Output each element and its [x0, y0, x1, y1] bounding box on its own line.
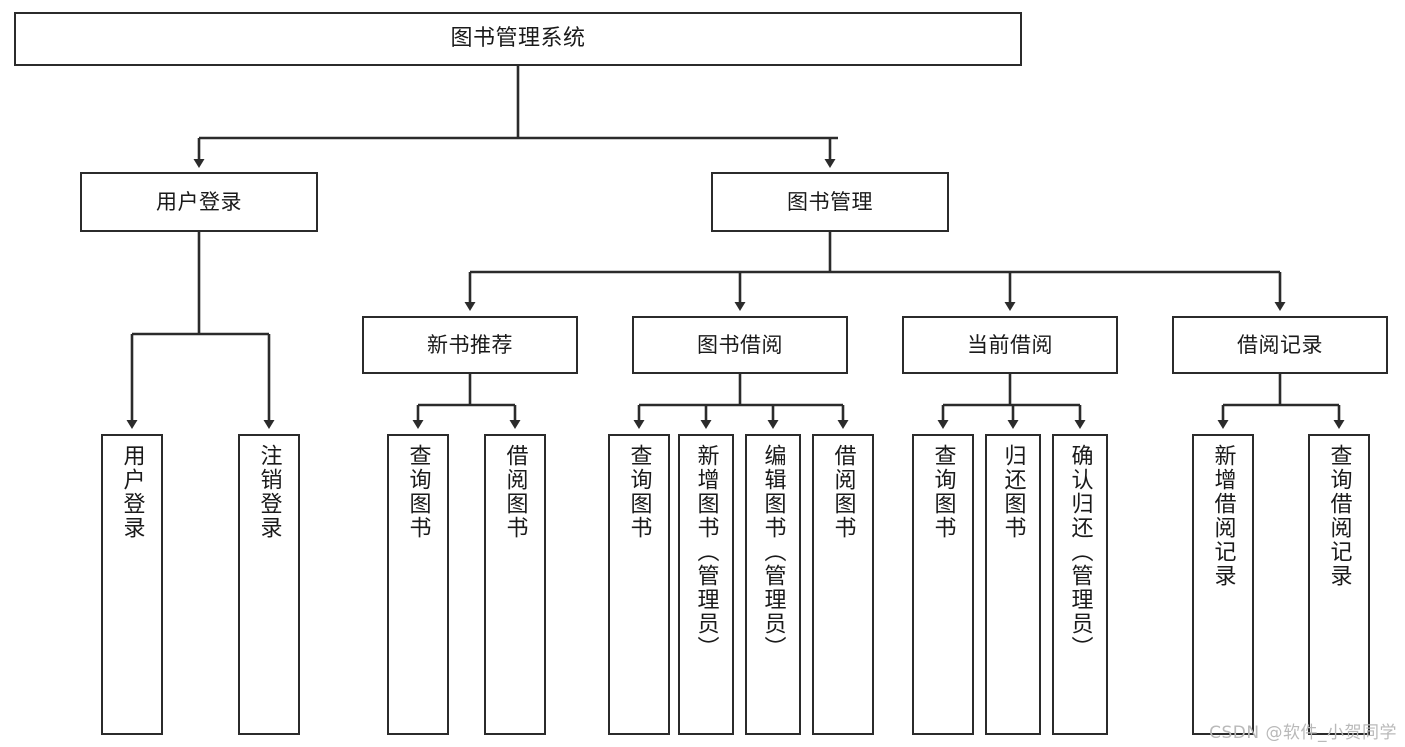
node-label: 新增借阅记录 [1210, 444, 1236, 588]
node-label: 查询图书 [405, 444, 431, 540]
node-label: 编辑图书（管理员） [760, 444, 786, 660]
node-leaf-add-book[interactable]: 新增图书（管理员） [678, 434, 734, 735]
node-label: 借阅图书 [830, 444, 856, 540]
node-leaf-query-book-3[interactable]: 查询图书 [912, 434, 974, 735]
node-label: 新增图书（管理员） [693, 444, 719, 660]
node-new-book-recommend[interactable]: 新书推荐 [362, 316, 578, 374]
node-leaf-logout[interactable]: 注销登录 [238, 434, 300, 735]
node-root-system[interactable]: 图书管理系统 [14, 12, 1022, 66]
node-label: 查询图书 [930, 444, 956, 540]
node-leaf-confirm-return[interactable]: 确认归还（管理员） [1052, 434, 1108, 735]
node-label: 确认归还（管理员） [1067, 444, 1093, 660]
node-leaf-borrow-book-1[interactable]: 借阅图书 [484, 434, 546, 735]
node-leaf-add-borrow-record[interactable]: 新增借阅记录 [1192, 434, 1254, 735]
node-label: 借阅记录 [1237, 332, 1323, 357]
node-label: 用户登录 [156, 189, 242, 214]
node-leaf-query-borrow-record[interactable]: 查询借阅记录 [1308, 434, 1370, 735]
node-label: 当前借阅 [967, 332, 1053, 357]
node-leaf-borrow-book-2[interactable]: 借阅图书 [812, 434, 874, 735]
node-label: 查询图书 [626, 444, 652, 540]
node-label: 图书管理系统 [450, 26, 586, 52]
node-user-login[interactable]: 用户登录 [80, 172, 318, 232]
node-leaf-query-book-1[interactable]: 查询图书 [387, 434, 449, 735]
node-book-borrow[interactable]: 图书借阅 [632, 316, 848, 374]
node-current-borrow[interactable]: 当前借阅 [902, 316, 1118, 374]
node-label: 新书推荐 [427, 332, 513, 357]
node-label: 查询借阅记录 [1326, 444, 1352, 588]
node-label: 注销登录 [256, 444, 282, 540]
node-leaf-query-book-2[interactable]: 查询图书 [608, 434, 670, 735]
watermark-text: CSDN @软件_小贺同学 [1209, 723, 1397, 743]
node-label: 用户登录 [119, 444, 145, 540]
node-label: 归还图书 [1000, 444, 1026, 540]
node-label: 图书管理 [787, 189, 873, 214]
node-book-management[interactable]: 图书管理 [711, 172, 949, 232]
node-leaf-user-login[interactable]: 用户登录 [101, 434, 163, 735]
node-leaf-return-book[interactable]: 归还图书 [985, 434, 1041, 735]
node-leaf-edit-book[interactable]: 编辑图书（管理员） [745, 434, 801, 735]
node-label: 借阅图书 [502, 444, 528, 540]
node-borrow-record[interactable]: 借阅记录 [1172, 316, 1388, 374]
node-label: 图书借阅 [697, 332, 783, 357]
